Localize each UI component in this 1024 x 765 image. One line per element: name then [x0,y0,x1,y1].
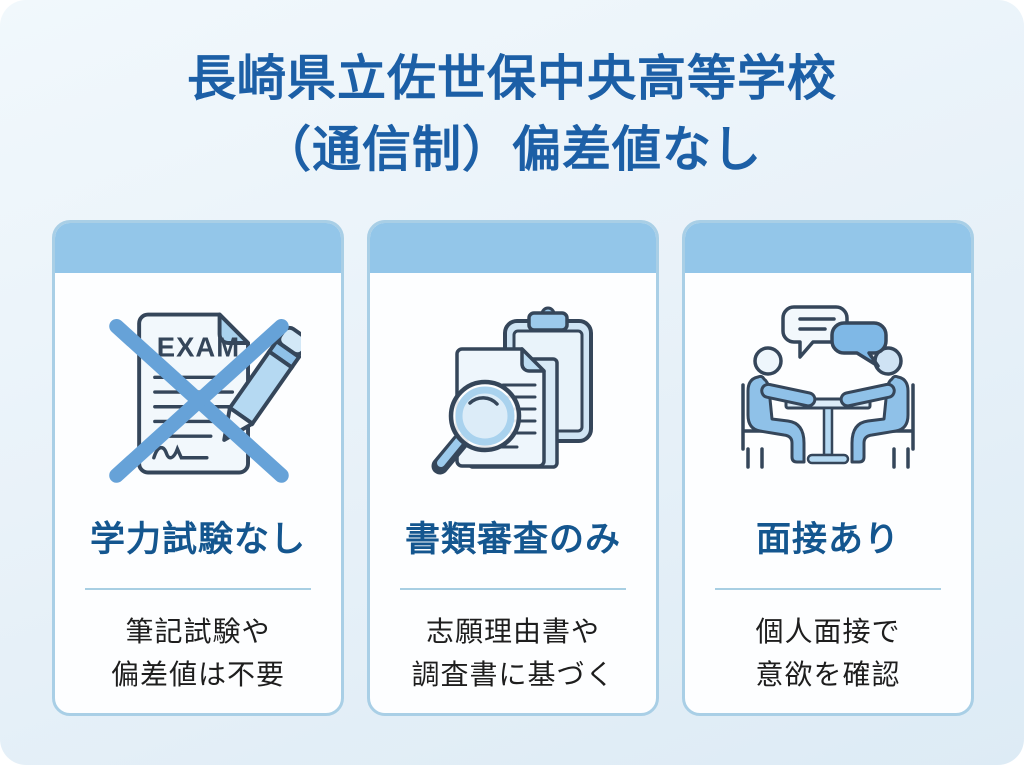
card-description-line2: 調査書に基づく [411,659,615,691]
card-heading: 書類審査のみ [404,520,621,559]
exam-label: EXAM [157,332,240,363]
card-description: 志願理由書や 調査書に基づく [411,610,614,697]
person-right [839,346,910,464]
icon-area [370,283,656,505]
card-document-review: 書類審査のみ 志願理由書や 調査書に基づく [367,220,659,716]
card-description-line2: 意欲を確認 [755,659,901,691]
card-description: 個人面接で 意欲を確認 [755,610,900,697]
page-title: 長崎県立佐世保中央高等学校 （通信制）偏差値なし [0,44,1024,186]
card-description: 筆記試験や 偏差値は不要 [111,610,285,697]
card-interview: 面接あり 個人面接で 意欲を確認 [682,220,974,716]
speech-bubbles-icon [781,305,888,368]
card-header-strip [685,223,971,273]
card-divider [400,588,626,590]
card-heading: 学力試験なし [89,520,306,559]
card-description-line1: 個人面接で [755,616,901,647]
card-divider [85,588,311,590]
card-description-line1: 志願理由書や [425,616,600,647]
cards-container: EXAM [52,220,974,716]
icon-area: EXAM [55,283,341,505]
card-description-line1: 筆記試験や [125,616,271,647]
person-left [746,346,817,464]
interview-icon [741,305,915,469]
page-title-line1: 長崎県立佐世保中央高等学校 [186,52,837,106]
card-header-strip [370,223,656,273]
card-no-exam: EXAM [52,220,344,716]
icon-area [685,283,971,505]
card-heading: 面接あり [755,520,900,559]
no-exam-icon: EXAM [109,312,301,483]
cross-mark [109,318,289,483]
document-review-icon [431,306,593,475]
card-description-line2: 偏差値は不要 [110,659,285,691]
page-title-line2: （通信制）偏差値なし [261,123,762,178]
card-divider [715,588,941,590]
card-header-strip [55,223,341,273]
